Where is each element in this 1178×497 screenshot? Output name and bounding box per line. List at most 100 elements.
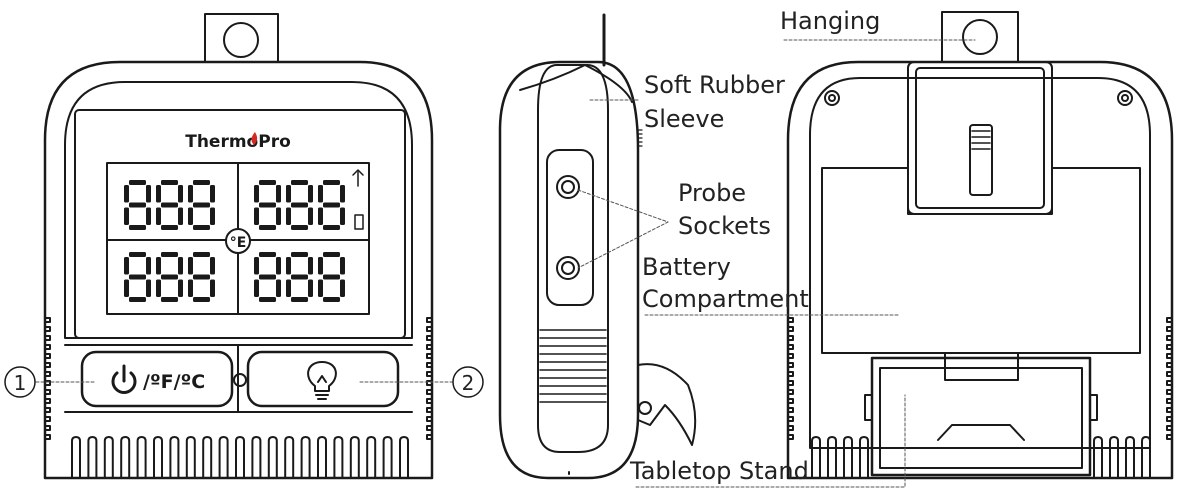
light-bulb-icon [307,361,337,400]
label-probe-line1: Probe [678,179,747,207]
lcd-digit [188,180,215,230]
unit-badge-text: °E [230,235,247,251]
tabletop-stand-inner [879,367,1083,469]
lcd-group-bottom-right [254,252,345,302]
vent-slot [87,436,98,479]
lcd-digit [286,180,313,230]
side-outer-body [498,60,640,480]
lcd-group-top-right [254,180,345,230]
battery-icon [354,214,364,230]
vent-slot [267,436,278,479]
leader-tabletop [635,394,906,488]
lcd-digit [286,252,313,302]
unit-badge-circle [225,228,251,254]
lcd-digit [254,252,281,302]
label-battery-line2: Compartment [642,285,809,313]
label-hanging: Hanging [780,7,881,35]
back-right-grip [1166,317,1173,440]
tabletop-stand-detail [937,424,1025,441]
center-led [233,373,247,387]
side-stand-leg [637,363,697,446]
lcd-group-top-left [124,180,215,230]
vent-slot [333,436,344,479]
lcd-digit [318,180,345,230]
probe-socket-2-inner [561,261,575,275]
lcd-digit [124,180,151,230]
vent-slot [136,436,147,479]
vent-slot [71,436,81,479]
power-unit-button[interactable] [80,350,234,408]
rubber-sleeve [519,64,633,103]
back-vent-slots [811,436,1151,479]
lcd-digit-groups [124,180,345,302]
back-hanging-tab [941,11,1019,63]
back-inner-panel [809,77,1151,449]
front-screen-face [74,109,406,339]
front-hanging-tab [204,13,279,63]
probe-socket-panel [546,149,594,306]
probe-socket-1-outer[interactable] [556,175,580,199]
screw-left-inner [828,94,836,102]
vent-slot [811,436,821,479]
front-inner-bezel [64,81,413,339]
callout-2-circle [452,366,484,398]
clip-latch [969,124,993,196]
vent-slot [218,436,229,479]
label-battery-line1: Battery [642,253,731,281]
leader-lines [35,39,976,488]
tabletop-stand-top [944,352,1019,381]
bottom-vent-slots [71,436,409,479]
vent-slot [1093,436,1103,479]
label-tabletop-stand: Tabletop Stand [630,457,809,485]
vent-slot [284,436,295,479]
lcd-digit [124,252,151,302]
vent-slot [399,436,409,479]
label-soft-rubber-line1: Soft Rubber [644,71,785,99]
back-left-grip [787,317,794,440]
back-hanging-hole [962,19,998,55]
screw-right [1117,90,1133,106]
signal-icon [352,169,364,187]
probe-socket-2-outer[interactable] [556,256,580,280]
front-outer-body [43,60,434,480]
logo-flame-icon [251,132,258,145]
leader-probe-sockets [577,189,669,269]
side-channel [537,64,609,453]
callout-1-circle [4,366,36,398]
vent-slot [185,436,196,479]
backlight-button[interactable] [246,350,400,408]
lcd-digit [156,180,183,230]
front-view [43,13,434,480]
vent-slot [827,436,837,479]
side-grip-ridges [539,329,607,403]
vent-slot [251,436,262,479]
lcd-group-bottom-left [124,252,215,302]
callout-1-number: 1 [14,371,27,395]
power-unit-label: /ºF/ºC [143,371,205,393]
lcd-digit [318,252,345,302]
front-right-grip [426,317,433,440]
label-probe-line2: Sockets [678,212,771,240]
callout-2-number: 2 [462,371,475,395]
back-outer-body [786,60,1174,480]
vent-slot [235,436,245,479]
battery-compartment [821,167,1141,354]
screw-left [824,90,840,106]
vent-slot [153,436,163,479]
vent-slot [300,436,311,479]
side-view [498,13,697,480]
lcd-digit [254,180,281,230]
vent-slot [103,436,114,479]
clip-latch-ridges [971,130,991,150]
vent-slot [843,436,853,479]
lcd-digit [188,252,215,302]
vent-slot [1141,436,1151,479]
hanging-clip-inner [915,67,1045,209]
vent-slot [859,436,869,479]
vent-slot [202,436,213,479]
front-hanging-hole [223,22,259,58]
vent-slot [382,436,393,479]
brand-logo: ThermoPro [185,132,291,152]
